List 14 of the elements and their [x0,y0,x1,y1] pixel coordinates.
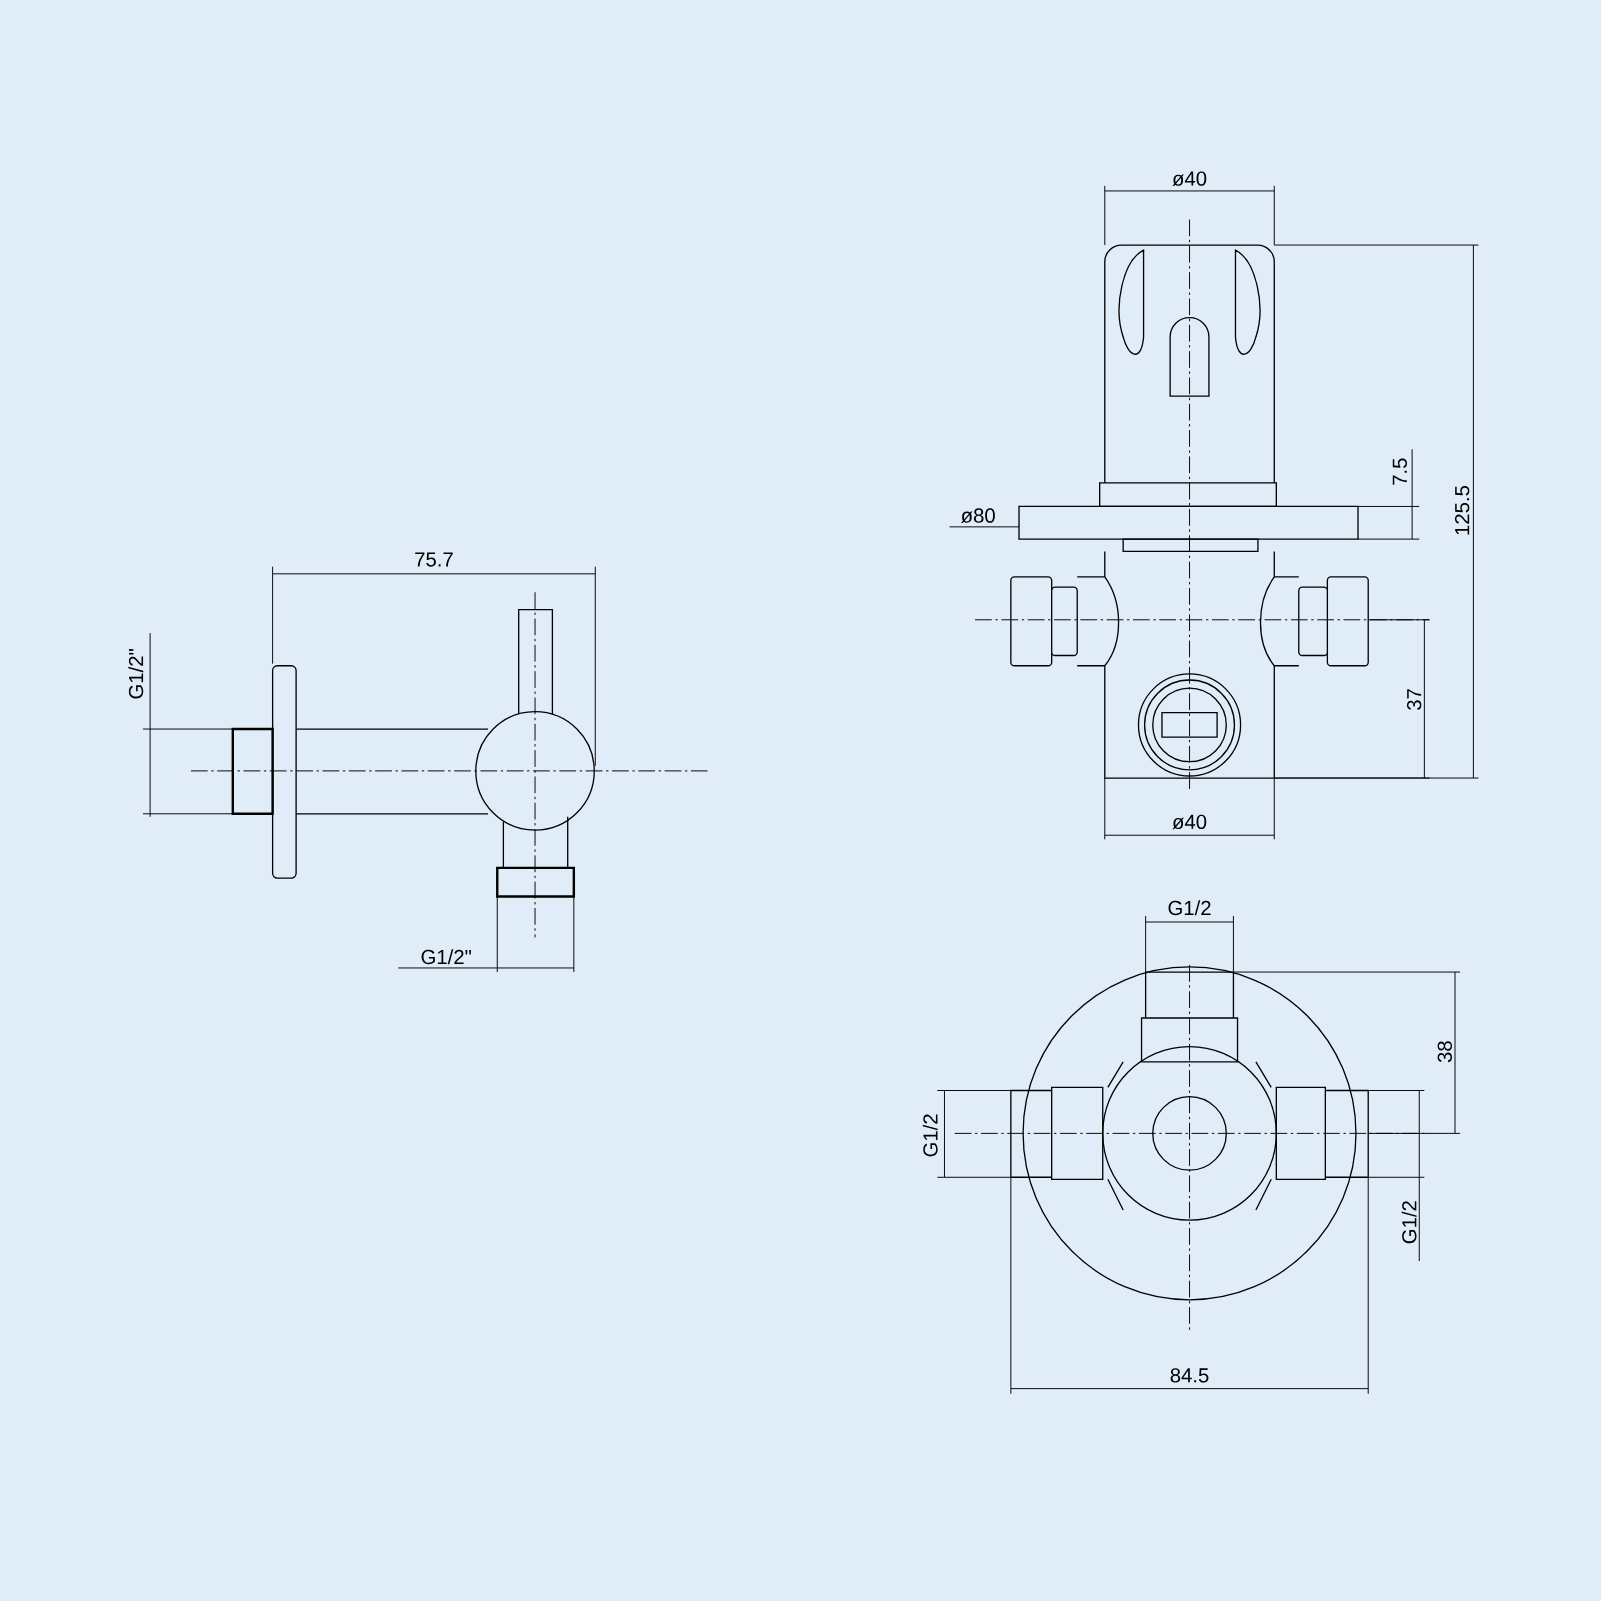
dimension-label: 125.5 [1454,485,1470,535]
dimension-label: G1/2 [1168,900,1211,916]
dimension-label: 37 [1406,689,1422,710]
dimension-label: ø40 [1172,814,1207,830]
dimension-label: 84.5 [1170,1368,1209,1383]
dimension-label: ø40 [1172,171,1207,186]
dimension-label: G1/2 [922,1114,938,1157]
dimension-label: 38 [1437,1041,1452,1063]
dimension-label: G1/2 [1401,1201,1417,1244]
dimension-label: ø80 [961,508,995,523]
dimension-label: G1/2" [128,649,144,699]
dimension-label: G1/2" [421,949,471,965]
dimension-label: 75.7 [415,552,453,567]
dimension-label: 7.5 [1392,458,1407,485]
